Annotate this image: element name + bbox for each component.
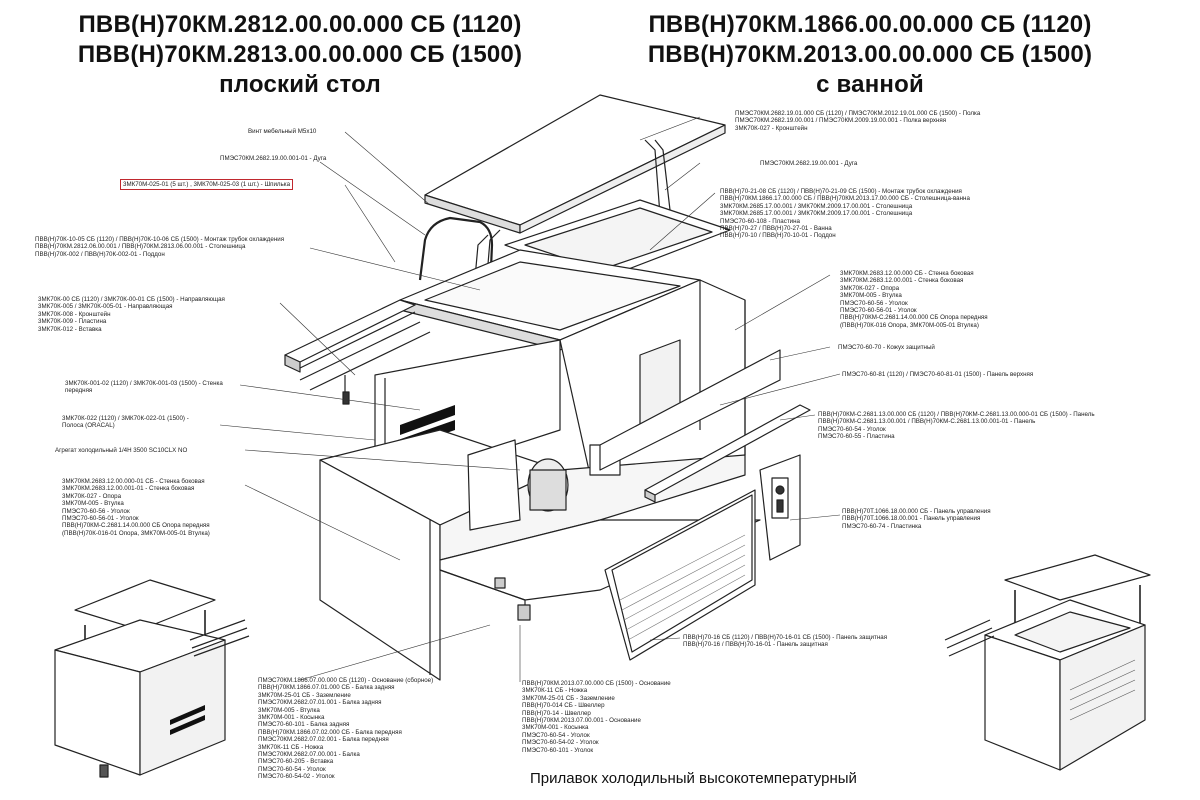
label-osnovanie-left: ПМЭС70КМ.1866.07.00.000 СБ (1120) - Осно… — [258, 677, 434, 781]
arc-support — [418, 216, 494, 291]
drawing-caption: Прилавок холодильный высокотемпературный — [530, 770, 857, 787]
label-stenka-perednyaya: 3МК70К-001-02 (1120) / 3МК70К-001-03 (15… — [65, 380, 223, 395]
label-montazh-left: ПВВ(Н)70К-10-05 СБ (1120) / ПВВ(Н)70К-10… — [35, 236, 285, 258]
label-panel-verh: ПМЭС70-60-81 (1120) / ПМЭС70-60-81-01 (1… — [842, 371, 1034, 378]
label-agregat: Агрегат холодильный 1/4Н 3500 SC10CLX NO — [55, 447, 188, 454]
leader-lines — [219, 116, 841, 682]
title-left-line-2: ПВВ(Н)70КМ.2813.00.00.000 СБ (1500) — [77, 41, 523, 68]
label-panel-zasch: ПВВ(Н)70-16 СБ (1120) / ПВВ(Н)70-16-01 С… — [683, 634, 888, 649]
title-left: ПВВ(Н)70КМ.2812.00.00.000 СБ (1120) ПВВ(… — [20, 10, 580, 100]
label-kozhuh: ПМЭС70-60-70 - Кожух защитный — [838, 344, 935, 351]
control-panel — [759, 454, 801, 561]
title-right-line-3: с ванной — [816, 71, 924, 98]
label-vint: Винт мебельный М5х10 — [248, 128, 317, 135]
title-right-line-2: ПВВ(Н)70КМ.2013.00.00.000 СБ (1500) — [647, 41, 1093, 68]
protective-cover-rail — [644, 404, 811, 503]
label-polka: ПМЭС70КМ.2682.19.01.000 СБ (1120) / ПМЭС… — [735, 110, 981, 132]
label-duga-left: ПМЭС70КМ.2682.19.00.001-01 - Дуга — [220, 155, 327, 162]
thumbnail-with-tub — [944, 554, 1151, 771]
upper-panel — [599, 349, 781, 471]
label-shpilka: 3МК70М-025-01 (5 шт.) , 3МК70М-025-03 (1… — [119, 178, 294, 191]
label-stenka-bok-left: 3МК70КМ.2683.12.00.000-01 СБ - Стенка бо… — [62, 478, 210, 537]
label-panel-right: ПВВ(Н)70КМ-С.2681.13.00.000 СБ (1120) / … — [818, 411, 1095, 441]
label-stenka-bok-right: 3МК70КМ.2683.12.00.000 СБ - Стенка боков… — [840, 270, 988, 329]
title-right: ПВВ(Н)70КМ.1866.00.00.000 СБ (1120) ПВВ(… — [610, 10, 1130, 100]
title-right-line-1: ПВВ(Н)70КМ.1866.00.00.000 СБ (1120) — [648, 11, 1092, 38]
top-shelf — [424, 94, 726, 301]
title-left-line-1: ПВВ(Н)70КМ.2812.00.00.000 СБ (1120) — [78, 11, 522, 38]
label-osnovanie-right: ПВВ(Н)70КМ.2013.07.00.000 СБ (1500) - Ос… — [522, 680, 671, 754]
thumbnail-flat-table — [54, 579, 250, 778]
guide-rails — [284, 299, 431, 405]
label-panel-upr: ПВВ(Н)70Т.1066.18.00.000 СБ - Панель упр… — [842, 508, 991, 530]
protective-panel — [604, 489, 756, 661]
label-polosa: 3МК70К-022 (1120) / 3МК70К-022-01 (1500)… — [62, 415, 189, 430]
label-napravl: 3МК70К-00 СБ (1120) / 3МК70К-00-01 СБ (1… — [38, 296, 225, 333]
label-duga-right: ПМЭС70КМ.2682.19.00.001 - Дуга — [760, 160, 858, 167]
label-montazh-right: ПВВ(Н)70-21-08 СБ (1120) / ПВВ(Н)70-21-0… — [720, 188, 970, 240]
title-left-line-3: плоский стол — [219, 71, 381, 98]
